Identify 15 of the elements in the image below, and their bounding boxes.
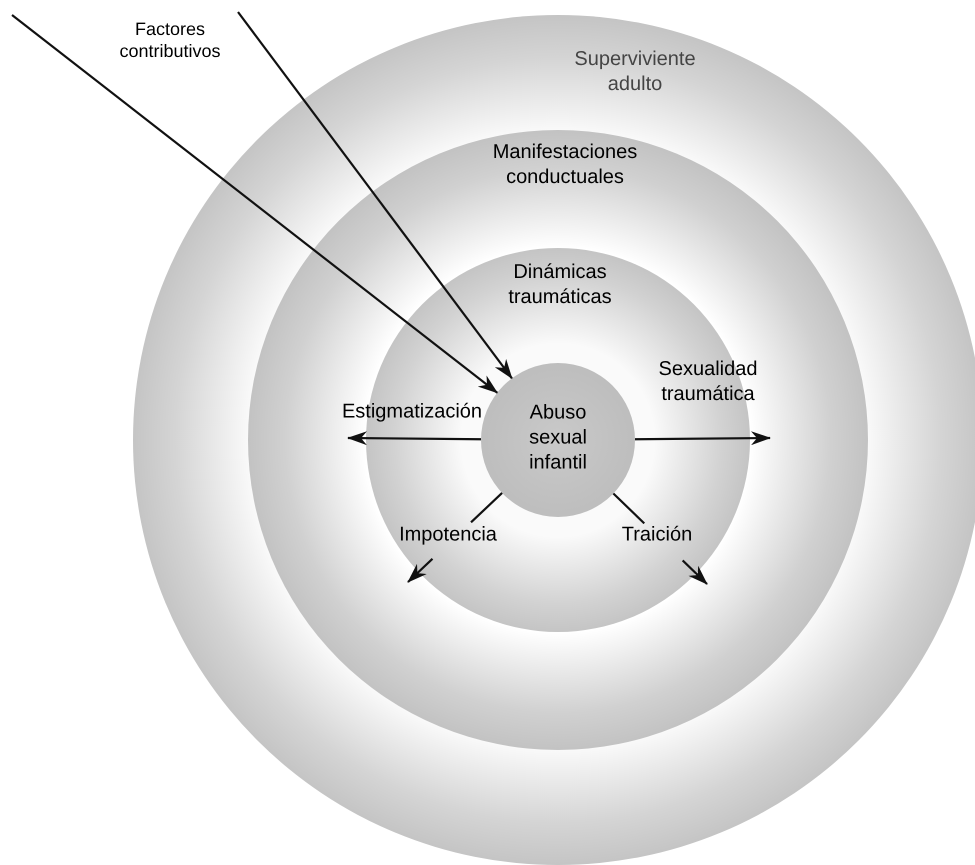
edge-label: Impotencia [398,522,498,548]
circle-label: Dinámicas traumáticas [507,260,613,310]
arrow [11,14,498,394]
arrow [612,492,708,586]
circle-label: Manifestaciones conductuales [492,140,638,190]
edge-label: Traición [620,522,694,548]
circle-label: Superviviente adulto [573,47,697,97]
callout-text: Factores contributivos [118,18,222,62]
edge-label: Sexualidad traumática [658,357,758,407]
edge-label: Estigmatización [340,400,484,424]
arrow [237,11,513,380]
arrow [347,431,482,446]
arrow [634,431,771,446]
circle-label: Abuso sexual infantil [528,400,588,476]
arrow [406,492,504,584]
